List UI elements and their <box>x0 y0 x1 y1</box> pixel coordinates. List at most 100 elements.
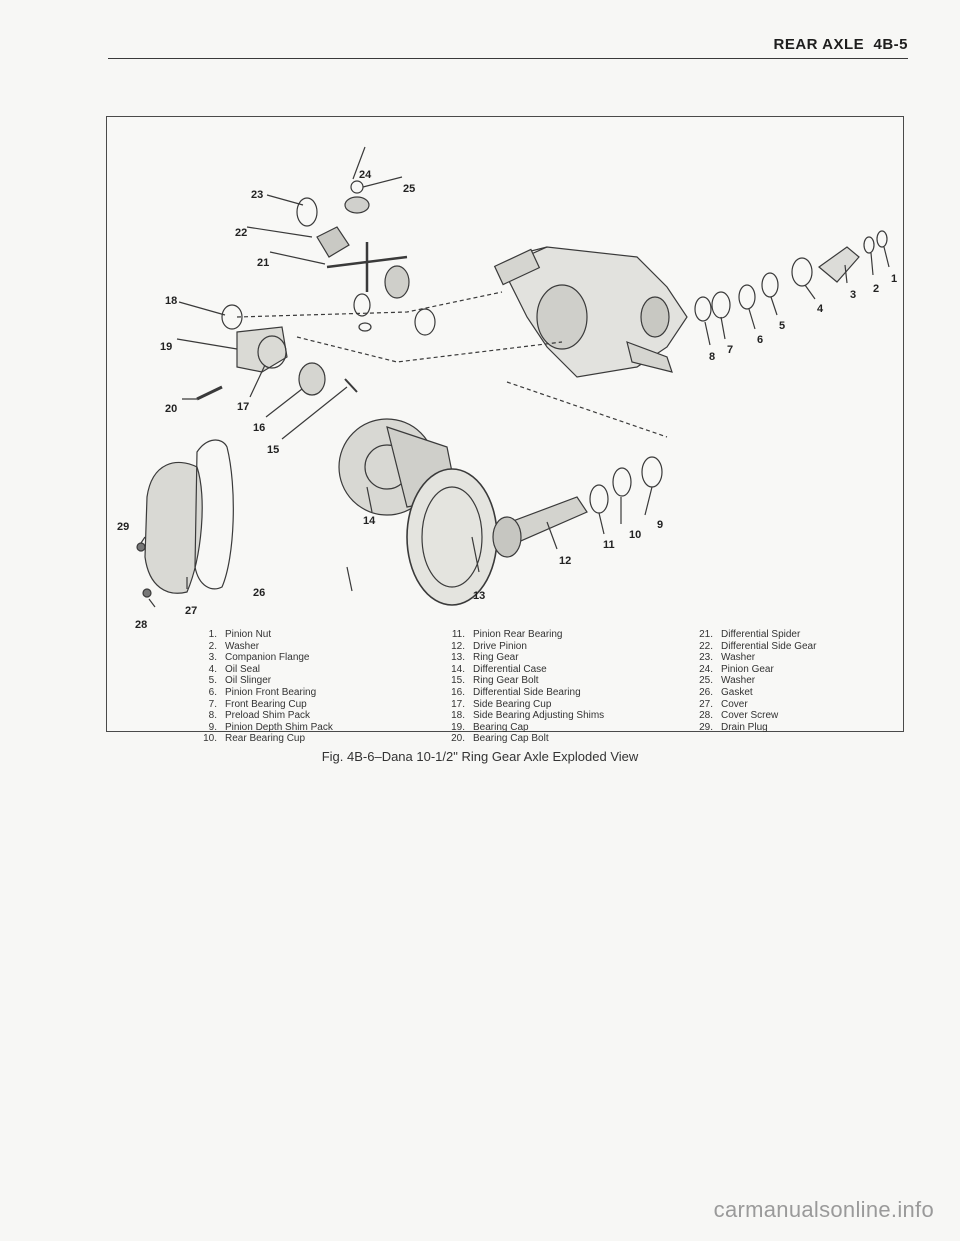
callout-5: 5 <box>779 320 786 332</box>
parts-legend-col3: 21.Differential Spider 22.Differential S… <box>691 629 816 733</box>
part-2 <box>863 236 875 254</box>
callout-12: 12 <box>559 555 572 567</box>
legend-row: 13.Ring Gear <box>451 652 519 664</box>
callout-2: 2 <box>873 283 880 295</box>
part-27-cover <box>144 461 203 594</box>
guide-line-upper <box>236 291 503 318</box>
part-10 <box>612 467 632 497</box>
callout-25: 25 <box>403 183 416 195</box>
callout-9: 9 <box>657 519 664 531</box>
legend-row: 3.Companion Flange <box>208 652 310 664</box>
callout-18: 18 <box>165 295 178 307</box>
legend-row: 15.Ring Gear Bolt <box>451 675 539 687</box>
part-16 <box>298 362 326 396</box>
callout-10: 10 <box>629 529 642 541</box>
part-19-cap <box>236 326 288 373</box>
part-6 <box>738 284 756 310</box>
legend-row: 5.Oil Slinger <box>208 675 272 687</box>
watermark: carmanualsonline.info <box>713 1197 934 1222</box>
callout-21: 21 <box>257 257 270 269</box>
part-23 <box>296 197 318 227</box>
part-21-spider <box>326 242 408 292</box>
part-side-gear-right <box>384 265 410 299</box>
callout-11: 11 <box>603 539 615 551</box>
legend-row: 12.Drive Pinion <box>451 640 527 652</box>
legend-row: 1.Pinion Nut <box>208 629 272 640</box>
callout-1: 1 <box>891 273 898 285</box>
legend-row: 27.Cover <box>699 698 748 710</box>
callout-14: 14 <box>363 515 376 527</box>
part-7 <box>711 291 731 319</box>
callout-28: 28 <box>135 619 148 631</box>
callout-15: 15 <box>267 444 280 456</box>
part-washer-right <box>414 308 436 336</box>
legend-row: 28.Cover Screw <box>699 710 779 722</box>
legend-row: 14.Differential Case <box>451 663 547 675</box>
legend-row: 18.Side Bearing Adjusting Shims <box>451 710 605 722</box>
part-28-screw <box>142 588 152 598</box>
callout-19: 19 <box>160 341 173 353</box>
guide-line-lower <box>506 381 668 438</box>
legend-row: 17.Side Bearing Cup <box>451 698 552 710</box>
legend-row: 16.Differential Side Bearing <box>451 686 581 698</box>
housing-pinion-bore <box>640 296 670 338</box>
callout-16: 16 <box>253 422 266 434</box>
guide-line-mid <box>296 336 563 363</box>
part-22-gear <box>316 226 350 258</box>
part-5 <box>761 272 779 298</box>
part-12-pinion-head <box>492 516 522 558</box>
part-13-ring-gear <box>406 468 498 606</box>
part-20-bolt <box>196 385 223 401</box>
figure-frame: 1 2 3 4 5 6 7 8 9 10 11 12 13 14 15 16 1… <box>106 116 904 744</box>
housing-bore <box>536 284 588 350</box>
callout-13: 13 <box>473 590 486 602</box>
legend-row: 19.Bearing Cap <box>451 721 529 733</box>
callout-24: 24 <box>359 169 372 181</box>
callout-4: 4 <box>817 303 824 315</box>
callout-22: 22 <box>235 227 248 239</box>
axle-tube-right <box>626 341 673 373</box>
callout-3: 3 <box>850 289 857 301</box>
legend-row: 24.Pinion Gear <box>699 663 774 675</box>
callout-27: 27 <box>185 605 198 617</box>
callout-20: 20 <box>165 403 178 415</box>
part-3-flange <box>818 246 860 283</box>
legend-row: 8.Preload Shim Pack <box>208 710 311 722</box>
part-29-plug <box>136 542 146 552</box>
callout-23: 23 <box>251 189 264 201</box>
header-title: REAR AXLE 4B-5 <box>773 36 908 53</box>
legend-row: 25.Washer <box>699 675 756 687</box>
callout-6: 6 <box>757 334 764 346</box>
legend-row: 7.Front Bearing Cup <box>208 698 307 710</box>
part-9 <box>641 456 663 488</box>
part-4 <box>791 257 813 287</box>
callout-7: 7 <box>727 344 734 356</box>
legend-row: 22.Differential Side Gear <box>699 640 817 652</box>
part-15-bolt <box>344 378 358 393</box>
parts-legend-col2: 11.Pinion Rear Bearing 12.Drive Pinion 1… <box>443 629 604 745</box>
callout-17: 17 <box>237 401 250 413</box>
part-13-ring-gear-inner <box>421 486 483 588</box>
part-25 <box>350 180 364 194</box>
part-26-gasket <box>194 439 234 590</box>
part-11 <box>589 484 609 514</box>
legend-row: 6.Pinion Front Bearing <box>208 686 317 698</box>
leader-lines <box>140 146 890 608</box>
callout-8: 8 <box>709 351 716 363</box>
legend-row: 26.Gasket <box>699 686 753 698</box>
legend-row: 9.Pinion Depth Shim Pack <box>208 721 333 733</box>
part-18 <box>221 304 243 330</box>
legend-row: 20.Bearing Cap Bolt <box>451 733 549 745</box>
part-washer-lower <box>358 322 372 332</box>
legend-row: 21.Differential Spider <box>699 629 801 640</box>
part-1 <box>876 230 888 248</box>
part-8 <box>694 296 712 322</box>
legend-row: 11.Pinion Rear Bearing <box>451 629 563 640</box>
part-pinion-lower <box>353 293 371 317</box>
callout-29: 29 <box>117 521 130 533</box>
part-17 <box>257 335 287 369</box>
page-header: REAR AXLE 4B-5 <box>108 34 908 59</box>
legend-row: 29.Drain Plug <box>699 721 768 733</box>
legend-row: 2.Washer <box>208 640 260 652</box>
legend-row: 23.Washer <box>699 652 756 664</box>
